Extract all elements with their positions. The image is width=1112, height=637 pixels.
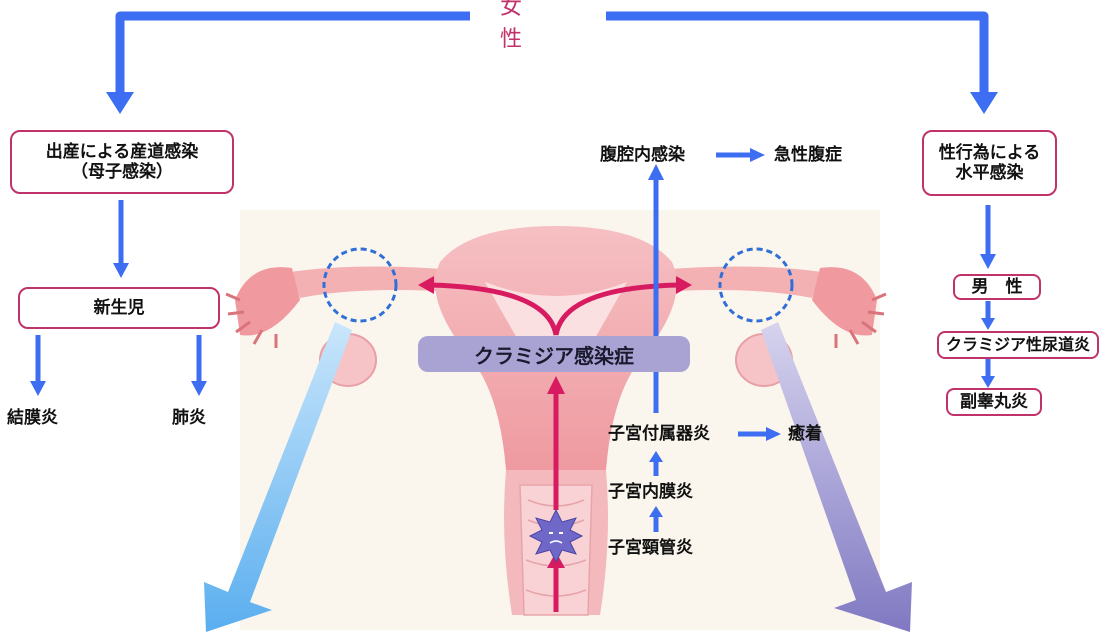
step-acute-abdomen: 急性腹症 [774,145,842,165]
perinatal-infection-box: 出産による産道感染 （母子感染） [10,130,234,194]
left-top-line [120,16,470,96]
step-adhesion: 癒着 [788,424,822,444]
horizontal-infection-line1: 性行為による [939,143,1041,163]
outcome-conjunctivitis: 結膜炎 [7,408,58,428]
step-endometritis: 子宮内膜炎 [608,482,693,502]
newborn-label: 新生児 [94,298,145,318]
step-peritoneal-infection: 腹腔内感染 [600,145,685,165]
male-box: 男 性 [953,274,1041,300]
step-cervicitis: 子宮頸管炎 [608,538,693,558]
horizontal-infection-box: 性行為による 水平感染 [922,130,1057,196]
right-top-arrowhead [970,92,998,114]
chlamydia-disease-label: クラミジア感染症 [418,336,690,372]
urethritis-label: クラミジア性尿道炎 [946,335,1090,355]
urethritis-box: クラミジア性尿道炎 [937,331,1099,359]
newborn-box: 新生児 [18,287,220,329]
right-top-line [606,16,984,96]
step-adnexitis: 子宮付属器炎 [608,424,710,444]
epididymitis-label: 副睾丸炎 [960,392,1028,412]
male-label: 男 性 [972,277,1023,297]
title-female: 女 性 [470,4,606,38]
outcome-pneumonia: 肺炎 [172,408,206,428]
perinatal-infection-line1: 出産による産道感染 [46,142,199,162]
horizontal-infection-line2: 水平感染 [956,163,1024,183]
left-top-arrowhead [106,92,134,114]
epididymitis-box: 副睾丸炎 [946,388,1042,416]
perinatal-infection-line2: （母子感染） [71,162,173,182]
